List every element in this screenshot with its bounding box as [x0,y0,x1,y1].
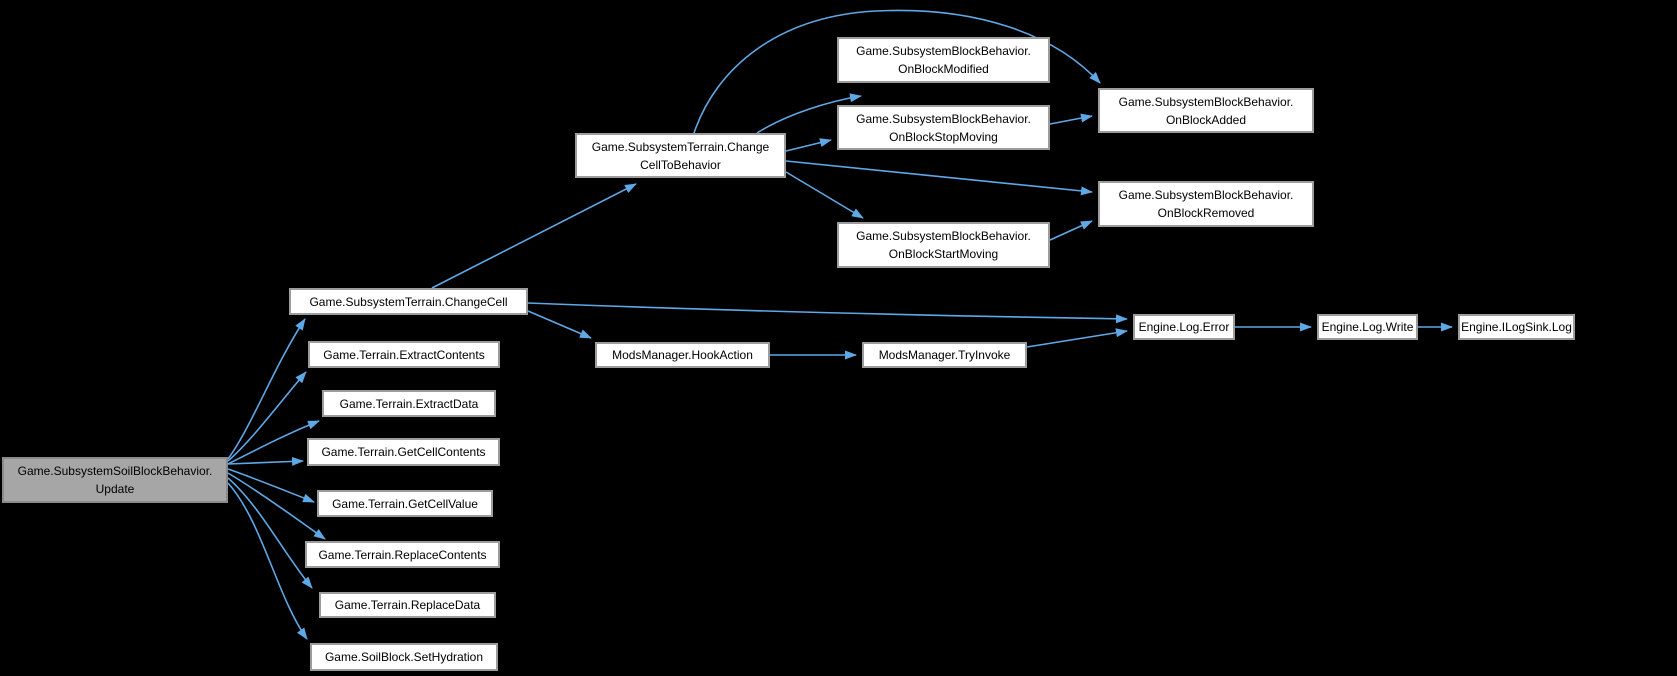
edge-update-to-sethydration [227,482,308,640]
edge-onblockstartmoving-to-onblockremoved [1049,220,1093,241]
node-logerror[interactable]: Engine.Log.Error [1133,314,1235,340]
node-changecell[interactable]: Game.SubsystemTerrain.ChangeCell [289,288,528,315]
node-label-line: OnBlockStopMoving [889,129,998,144]
node-label-line: Update [95,482,135,496]
node-label-line: Game.SubsystemBlockBehavior. [856,229,1031,243]
edge-changecell-to-logerror [527,302,1128,324]
node-label-line: Game.SubsystemBlockBehavior. [1118,94,1294,109]
node-onblockadded[interactable]: Game.SubsystemBlockBehavior. OnBlockAdded [1098,88,1314,133]
edge-update-to-extractcontents [227,371,307,462]
node-tryinvoke[interactable]: ModsManager.TryInvoke [862,342,1027,368]
node-sethydration[interactable]: Game.SoilBlock.SetHydration [310,643,498,671]
node-label-line: Game.SubsystemBlockBehavior. [856,44,1031,58]
node-replacecontents[interactable]: Game.Terrain.ReplaceContents [305,541,500,568]
edge-changecelltobehavior-to-onblockstartmoving [785,171,864,219]
node-label-line: Game.Terrain.ExtractContents [323,347,485,362]
node-onblockstartmoving[interactable]: Game.SubsystemBlockBehavior. OnBlockStart… [837,222,1050,268]
node-getcellcontents[interactable]: Game.Terrain.GetCellContents [307,438,500,466]
edge-changecelltobehavior-to-onblockremoved [785,160,1093,196]
node-label-line: Engine.Log.Write [1321,320,1414,334]
node-label-line: CellToBehavior [640,157,721,172]
node-extractdata[interactable]: Game.Terrain.ExtractData [322,390,496,417]
edge-update-to-extractdata [227,420,320,465]
node-extractcontents[interactable]: Game.Terrain.ExtractContents [308,341,500,368]
edge-onblockstopmoving-to-onblockadded [1049,113,1093,125]
node-onblockmodified[interactable]: Game.SubsystemBlockBehavior. OnBlockModif… [837,37,1050,83]
node-label-line: ModsManager.TryInvoke [878,348,1011,362]
node-getcellvalue[interactable]: Game.Terrain.GetCellValue [317,490,493,517]
node-label-line: Game.SubsystemBlockBehavior. [1118,188,1294,202]
edge-changecelltobehavior-to-onblockstopmoving [785,138,832,152]
node-label-line: Game.SubsystemSoilBlockBehavior. [17,464,213,478]
node-label-line: Game.SubsystemBlockBehavior. [856,111,1031,126]
node-onblockremoved[interactable]: Game.SubsystemBlockBehavior. OnBlockRemov… [1098,181,1314,227]
edge-tryinvoke-to-logerror [1026,328,1128,348]
node-label-line: Game.SubsystemTerrain.ChangeCell [309,294,508,309]
edge-changecell-to-hookaction [527,310,592,339]
node-label-line: Game.SoilBlock.SetHydration [324,650,484,664]
node-label-line: OnBlockModified [898,62,989,76]
edge-update-to-changecell [227,318,306,460]
node-label-line: Game.SubsystemTerrain.Change [591,139,770,154]
node-label-line: Game.Terrain.ReplaceContents [318,547,487,562]
edge-changecelltobehavior-to-onblockmodified [756,93,862,134]
node-label-line: Game.Terrain.ExtractData [339,396,479,411]
node-logwrite[interactable]: Engine.Log.Write [1317,314,1418,340]
node-label-line: Engine.ILogSink.Log [1461,320,1572,334]
edge-update-to-getcellvalue [227,468,315,503]
node-replacedata[interactable]: Game.Terrain.ReplaceData [319,592,496,618]
node-label-line: Game.Terrain.GetCellContents [321,445,486,459]
node-ilogsinklog[interactable]: Engine.ILogSink.Log [1458,314,1575,340]
node-label-line: OnBlockRemoved [1157,206,1255,220]
node-onblockstopmoving[interactable]: Game.SubsystemBlockBehavior. OnBlockStopM… [837,105,1050,150]
edge-changecell-to-changecelltobehavior [431,183,637,289]
edge-update-to-replacedata [227,477,313,589]
edge-update-to-replacecontents [227,472,326,540]
node-update: Game.SubsystemSoilBlockBehavior. Update [2,457,228,503]
edge-update-to-getcellcontents [227,456,304,466]
node-label-line: ModsManager.HookAction [612,348,753,362]
node-label-line: OnBlockStartMoving [888,247,999,261]
node-label-line: OnBlockAdded [1165,112,1247,127]
node-hookaction[interactable]: ModsManager.HookAction [595,342,770,368]
node-label-line: Engine.Log.Error [1138,320,1230,334]
node-label-line: Game.Terrain.GetCellValue [332,496,478,511]
node-label-line: Game.Terrain.ReplaceData [334,598,481,612]
